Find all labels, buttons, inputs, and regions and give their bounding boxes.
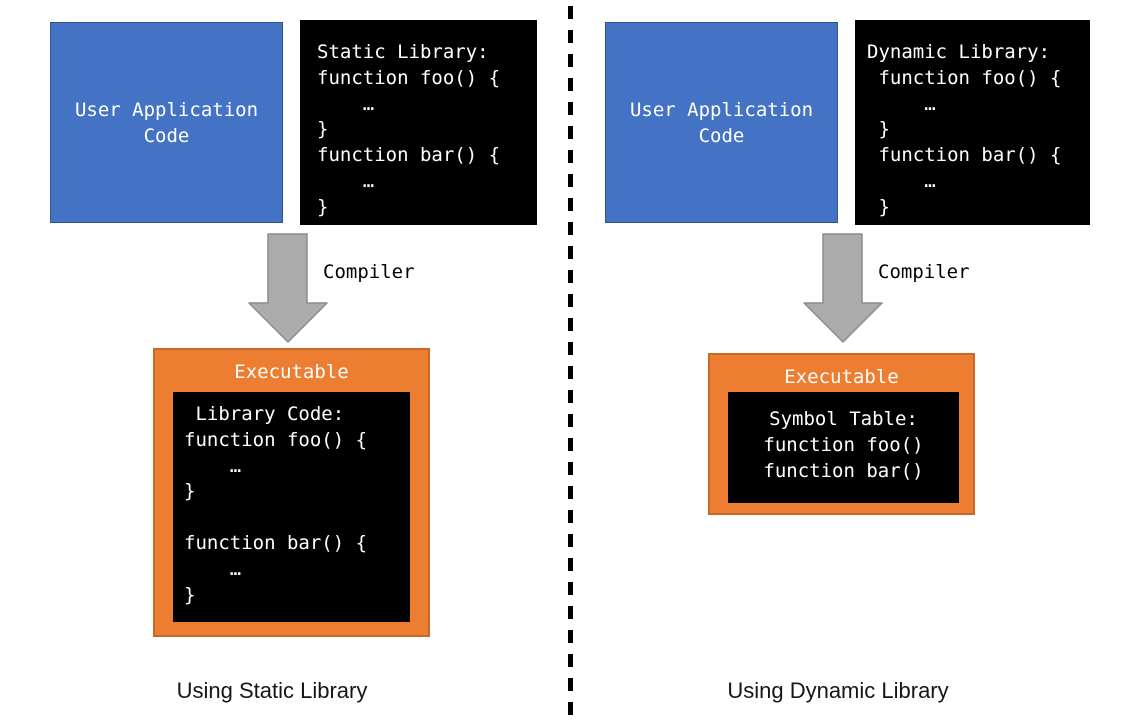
user-application-code-box: User Application Code [605, 22, 838, 223]
symbol-table-box: Symbol Table: function foo() function ba… [728, 392, 959, 503]
compiler-arrow-down-icon [248, 233, 328, 343]
user-application-code-box: User Application Code [50, 22, 283, 223]
caption-static-library: Using Static Library [176, 678, 368, 703]
static-library-code-box: Static Library: function foo() { … } fun… [300, 20, 537, 225]
caption-dynamic-library: Using Dynamic Library [727, 678, 949, 703]
user-application-code-label: User Application Code [74, 98, 259, 147]
executable-box-dynamic: Executable Symbol Table: function foo() … [708, 353, 975, 515]
compiler-arrow-down-icon [803, 233, 883, 343]
executable-title: Executable [784, 366, 899, 388]
arrow-shape [803, 233, 883, 343]
executable-box-static: Executable Library Code: function foo() … [153, 348, 430, 637]
dynamic-library-code-box: Dynamic Library: function foo() { … } fu… [855, 20, 1090, 225]
compiler-label: Compiler [878, 261, 970, 283]
compiler-label: Compiler [323, 261, 415, 283]
library-code-box: Library Code: function foo() { … } funct… [173, 392, 410, 622]
user-application-code-label: User Application Code [629, 98, 814, 147]
dashed-divider [568, 6, 573, 720]
executable-title: Executable [234, 361, 349, 383]
arrow-shape [248, 233, 328, 343]
